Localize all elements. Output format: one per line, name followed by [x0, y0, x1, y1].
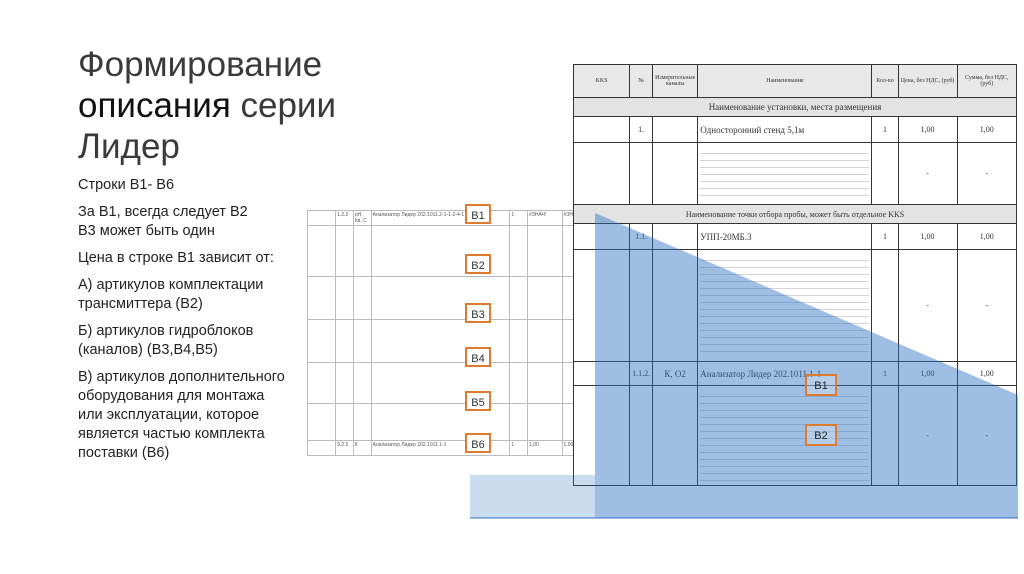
row-qty: 1 [871, 361, 899, 386]
table-cell: 1,00 [527, 440, 563, 456]
col-header: KKS [572, 64, 631, 98]
title-bold-word: описания [78, 86, 231, 125]
row-sum: 1,00 [956, 223, 1018, 250]
tag-b1-large: В1 [805, 374, 837, 396]
row-name: УПП-20МБ.3 [697, 223, 873, 250]
dash-cell: - [956, 142, 1018, 205]
bullet-item: Строки В1- В6 [78, 177, 175, 193]
table-row: - - [572, 142, 1018, 205]
row-sum: 1,00 [956, 116, 1018, 143]
title-line-2: описания серии [78, 85, 378, 126]
col-header: Наименование [697, 64, 873, 98]
title-rest: серии [230, 86, 337, 125]
projection-fill [595, 213, 1018, 518]
col-header: № [629, 64, 654, 98]
section-title: Наименование точки отбора пробы, может б… [573, 204, 1017, 224]
row-price: 1,00 [897, 223, 958, 250]
row-price: 1,00 [897, 361, 958, 386]
tag-b2: В2 [465, 254, 491, 274]
bullet-list: Строки В1- В6 За В1, всегда следует В2 В… [78, 176, 290, 471]
table-row [306, 362, 598, 404]
tag-b3: В3 [465, 303, 491, 323]
bullet-item: В) артикулов дополнительного оборудовани… [78, 369, 285, 461]
big-table: KKS № Измерительные каналы Наименование … [572, 64, 1018, 486]
tag-b1: В1 [465, 204, 491, 224]
bullet-item: За В1, всегда следует В2 [78, 204, 248, 220]
dash-cell: - [897, 142, 958, 205]
row-description [697, 142, 873, 205]
bullet-item: В3 может быть один [78, 223, 215, 239]
bullet-item: Цена в строке В1 зависит от: [78, 250, 274, 266]
row-price: 1,00 [897, 116, 958, 143]
section-row: Наименование точки отбора пробы, может б… [573, 204, 1017, 224]
big-document: KKS № Измерительные каналы Наименование … [572, 64, 1018, 524]
bullet-item: Б) артикулов гидроблоков (каналов) (В3,В… [78, 323, 254, 358]
col-header: Цена, без НДС, (руб) [897, 64, 958, 98]
row-qty: 1 [871, 116, 899, 143]
table-row: - - [572, 249, 1018, 362]
table-header-row: KKS № Измерительные каналы Наименование … [572, 64, 1018, 98]
tag-b4: В4 [465, 347, 491, 367]
dash-cell: - [956, 385, 1018, 486]
bullet-item: А) артикулов комплектации трансмиттера (… [78, 277, 264, 312]
tag-b5: В5 [465, 391, 491, 411]
title-line-3: Лидер [78, 127, 180, 166]
tag-b6: В6 [465, 433, 491, 453]
col-header: Сумма, без НДС, (руб) [956, 64, 1018, 98]
tag-b2-large: В2 [805, 424, 837, 446]
table-row: 1.1.2. К, О2 Анализатор Лидер 202.1011.1… [572, 361, 1018, 386]
row-description [697, 385, 873, 486]
projection-base [470, 475, 595, 518]
row-number: 1.1. [629, 223, 654, 250]
table-row: - - [572, 385, 1018, 486]
slide-title: Формирование описания серии Лидер [78, 44, 378, 167]
row-description [697, 249, 873, 362]
dash-cell: - [897, 385, 958, 486]
dash-cell: - [956, 249, 1018, 362]
title-line-1: Формирование [78, 45, 323, 84]
col-header: Измерительные каналы [652, 64, 699, 98]
